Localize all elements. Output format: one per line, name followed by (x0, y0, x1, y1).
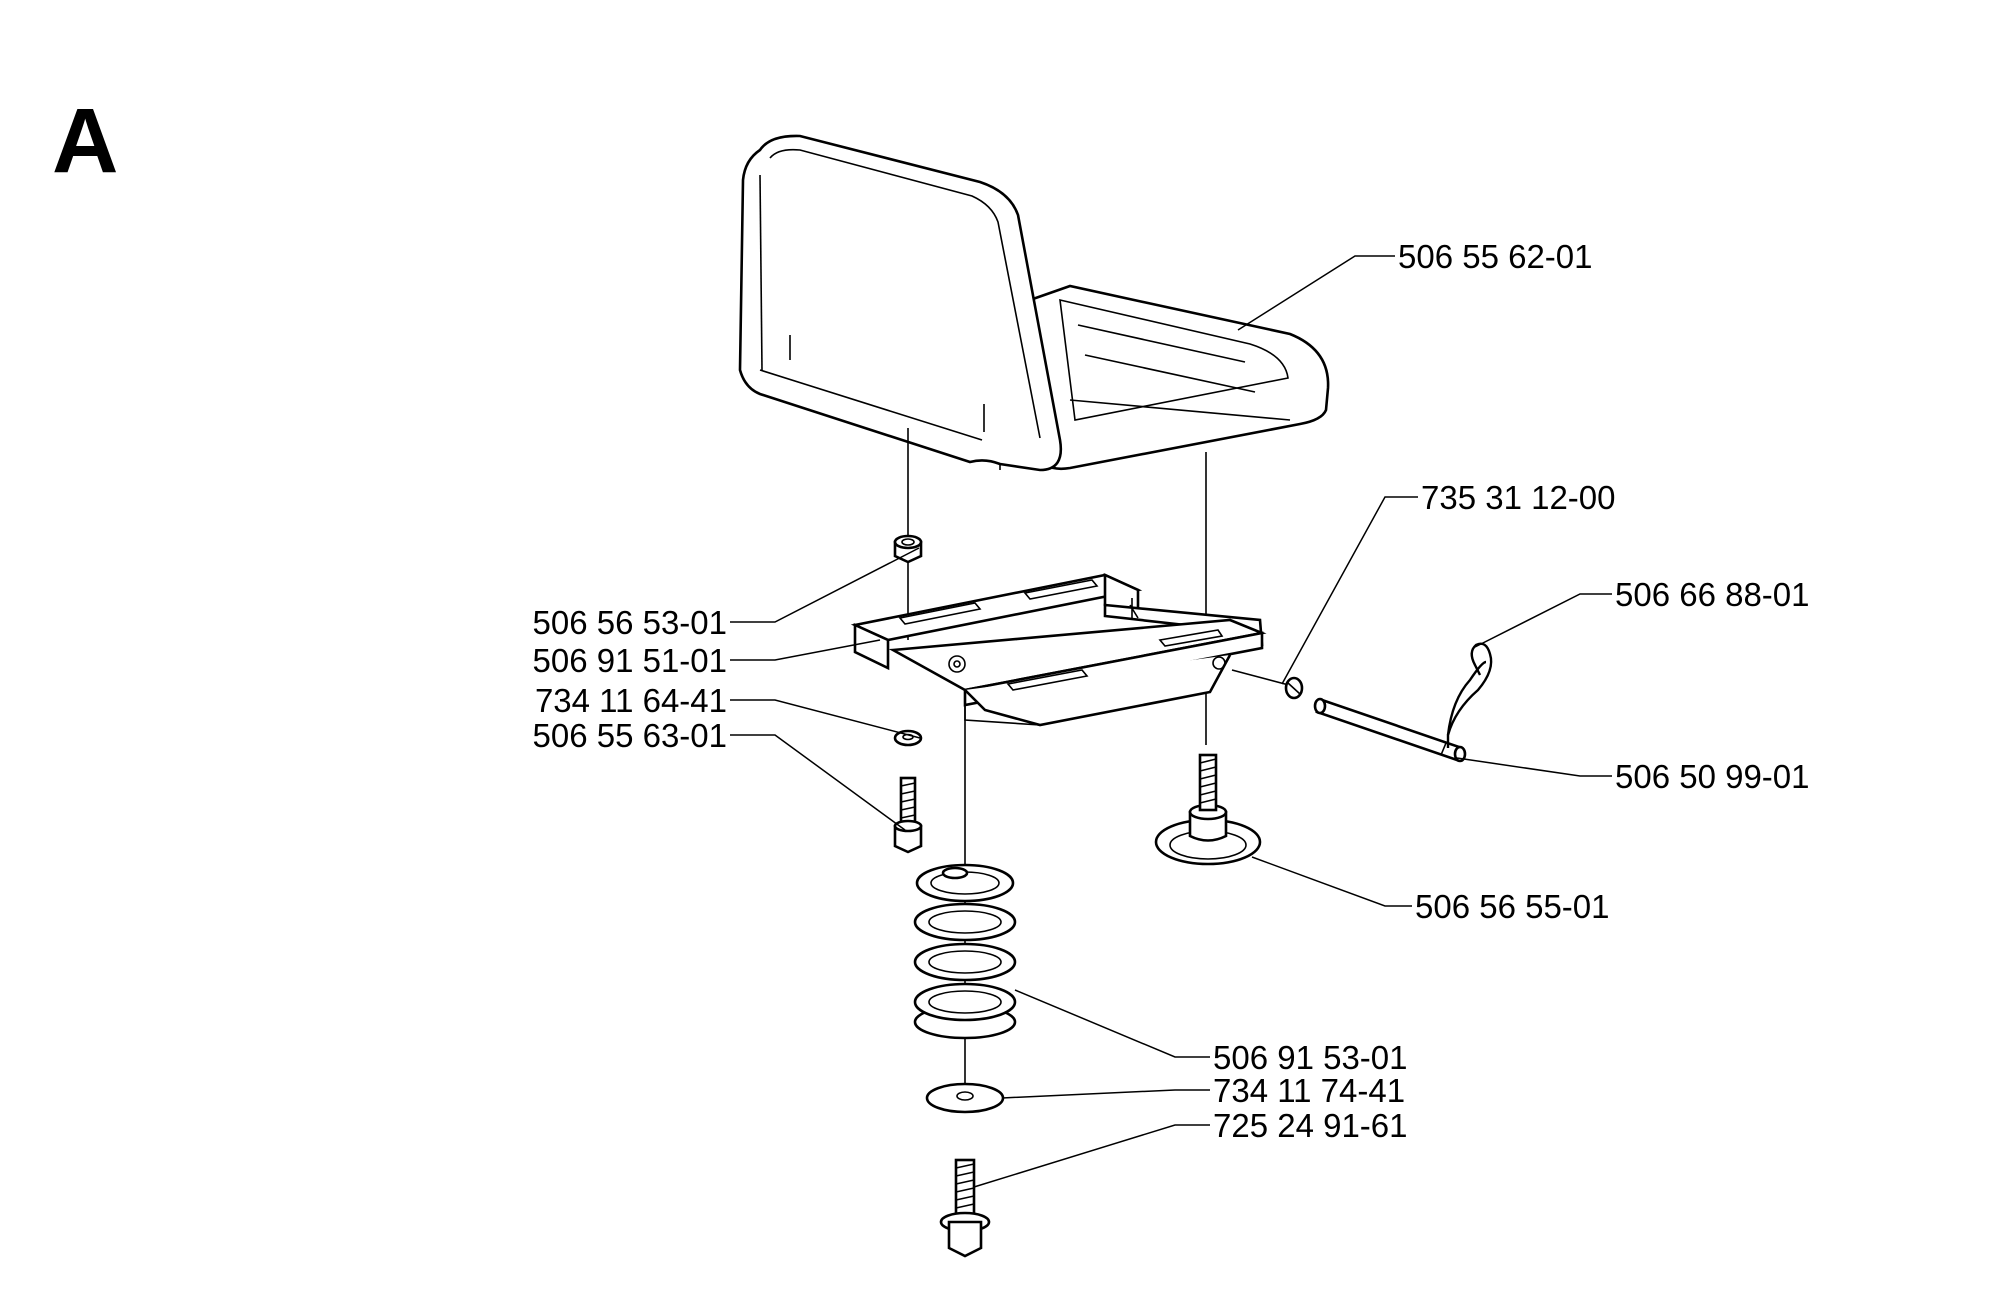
small-washer-part (893, 729, 923, 747)
callout-label-nut: 506 56 53-01 (532, 604, 727, 641)
callout-label-washer-large: 734 11 74-41 (1213, 1072, 1405, 1109)
callout-label-pin: 506 50 99-01 (1615, 758, 1810, 795)
callout-label-seat: 506 55 62-01 (1398, 238, 1593, 275)
callout-label-bolt-small: 506 55 63-01 (532, 717, 727, 754)
seat-part (738, 134, 1330, 472)
snap-ring-part (1284, 676, 1304, 700)
callout-label-hair-pin: 506 66 88-01 (1615, 576, 1810, 613)
knob-part (1154, 753, 1262, 866)
callout-label-washer-small: 734 11 64-41 (535, 682, 727, 719)
large-washer-part (925, 1082, 1005, 1114)
callout-label-bolt-large: 725 24 91-61 (1213, 1107, 1408, 1144)
callout-label-knob: 506 56 55-01 (1415, 888, 1610, 925)
callout-label-spring: 506 91 53-01 (1213, 1039, 1408, 1076)
large-bolt-part (939, 1158, 991, 1258)
leader-lines (730, 255, 1612, 1188)
section-letter: A (52, 90, 118, 192)
hair-pin-part (1446, 642, 1493, 748)
pin-part (1313, 697, 1467, 763)
spring-part (913, 705, 1017, 1110)
callout-label-bracket: 506 91 51-01 (532, 642, 727, 679)
small-bolt-part (893, 776, 923, 854)
bracket-part (850, 572, 1267, 727)
callout-label-snap-ring: 735 31 12-00 (1421, 479, 1616, 516)
